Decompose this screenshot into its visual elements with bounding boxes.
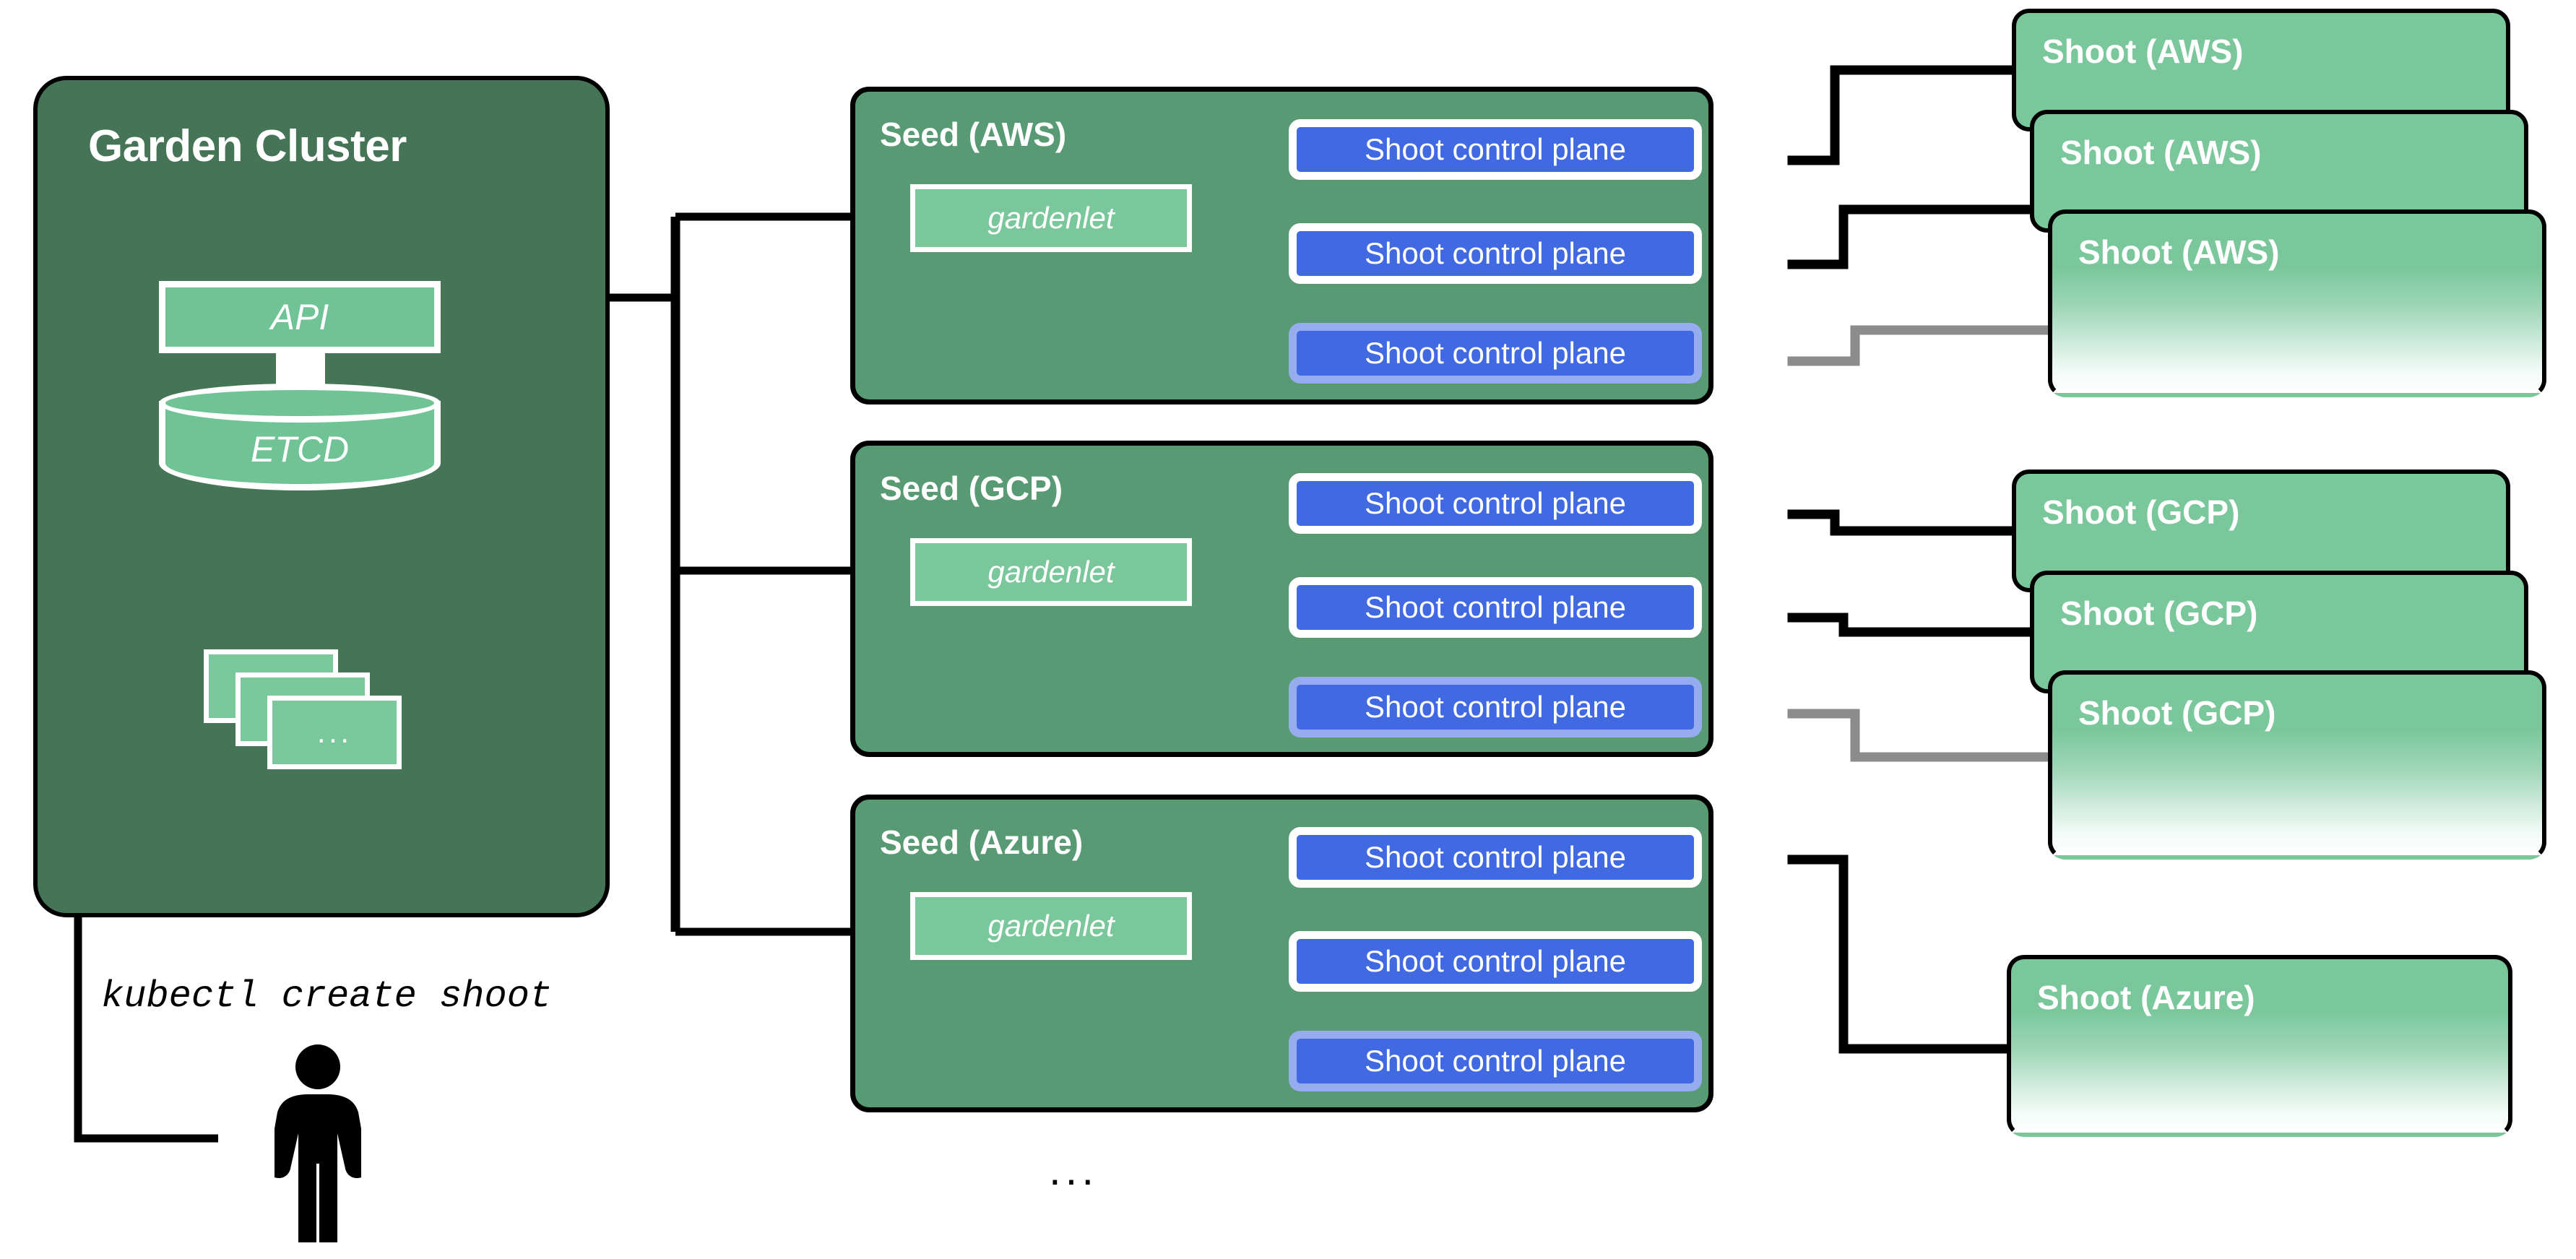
wire-shoot-gcp-3: [1703, 675, 2049, 762]
more-seeds-ellipsis: ...: [1049, 1146, 1099, 1194]
shoot-card-label: Shoot (GCP): [2078, 694, 2276, 732]
shoot-control-plane-label: Shoot control plane: [1365, 590, 1626, 624]
wire-shoot-gcp-2: [1703, 579, 2030, 657]
etcd-label: ETCD: [250, 429, 350, 470]
resource-stack-ellipsis: ...: [316, 714, 353, 750]
seed-title-aws: Seed (AWS): [880, 116, 1067, 153]
shoot-control-plane-azure-3[interactable]: Shoot control plane: [1289, 1031, 1702, 1091]
shoot-control-plane-gcp-1[interactable]: Shoot control plane: [1289, 473, 1702, 534]
wire-shoot-aws-2: [1703, 204, 2030, 303]
shoot-control-plane-label: Shoot control plane: [1365, 336, 1626, 370]
kubectl-command-label: kubectl create shoot: [101, 975, 553, 1018]
seed-title-gcp: Seed (GCP): [880, 470, 1063, 507]
gardenlet-box-gcp[interactable]: gardenlet: [910, 538, 1192, 606]
shoot-card-gcp-3[interactable]: Shoot (GCP): [2048, 670, 2546, 860]
garden-cluster-panel[interactable]: Garden Cluster API ETCD ...: [33, 76, 610, 917]
gardenlet-box-azure[interactable]: gardenlet: [910, 892, 1192, 960]
gardenlet-label: gardenlet: [987, 909, 1115, 943]
shoot-card-label: Shoot (AWS): [2078, 233, 2280, 271]
shoot-card-azure-1[interactable]: Shoot (Azure): [2007, 955, 2512, 1137]
shoot-control-plane-label: Shoot control plane: [1365, 840, 1626, 874]
shoot-control-plane-label: Shoot control plane: [1365, 236, 1626, 270]
shoot-control-plane-aws-3[interactable]: Shoot control plane: [1289, 323, 1702, 384]
gardenlet-box-aws[interactable]: gardenlet: [910, 184, 1192, 252]
seed-panel-aws[interactable]: Seed (AWS) gardenlet Shoot control plane…: [850, 87, 1713, 404]
shoot-card-label: Shoot (GCP): [2060, 594, 2258, 632]
garden-cluster-title: Garden Cluster: [88, 121, 407, 171]
resource-card: [267, 696, 402, 769]
shoot-card-aws-3[interactable]: Shoot (AWS): [2048, 209, 2546, 397]
shoot-control-plane-label: Shoot control plane: [1365, 944, 1626, 978]
shoot-control-plane-gcp-2[interactable]: Shoot control plane: [1289, 577, 1702, 638]
wire-shoot-aws-3: [1703, 322, 2049, 400]
seed-title-azure: Seed (Azure): [880, 823, 1084, 861]
wire-shoot-azure-1: [1703, 821, 2007, 1054]
shoot-control-plane-label: Shoot control plane: [1365, 690, 1626, 724]
shoot-card-label: Shoot (Azure): [2037, 979, 2255, 1016]
seed-panel-azure[interactable]: Seed (Azure) gardenlet Shoot control pla…: [850, 795, 1713, 1112]
wire-shoot-aws-1: [1703, 65, 2012, 199]
shoot-control-plane-azure-2[interactable]: Shoot control plane: [1289, 931, 1702, 992]
gardenlet-label: gardenlet: [987, 555, 1115, 589]
gardenlet-label: gardenlet: [987, 201, 1115, 235]
api-server-label: API: [270, 297, 329, 337]
shoot-card-label: Shoot (AWS): [2060, 134, 2262, 171]
shoot-control-plane-label: Shoot control plane: [1365, 486, 1626, 520]
api-server-box[interactable]: API: [159, 281, 441, 353]
shoot-control-plane-aws-1[interactable]: Shoot control plane: [1289, 119, 1702, 180]
shoot-card-label: Shoot (GCP): [2042, 493, 2240, 531]
seed-panel-gcp[interactable]: Seed (GCP) gardenlet Shoot control plane…: [850, 441, 1713, 757]
person-icon: [267, 1044, 368, 1242]
shoot-control-plane-label: Shoot control plane: [1365, 132, 1626, 166]
shoot-control-plane-aws-2[interactable]: Shoot control plane: [1289, 223, 1702, 284]
wire-shoot-gcp-1: [1703, 475, 2012, 553]
shoot-control-plane-azure-1[interactable]: Shoot control plane: [1289, 827, 1702, 888]
shoot-control-plane-gcp-3[interactable]: Shoot control plane: [1289, 677, 1702, 737]
garden-resource-stack[interactable]: ...: [204, 649, 435, 779]
etcd-database[interactable]: ETCD: [159, 384, 441, 490]
shoot-card-label: Shoot (AWS): [2042, 33, 2244, 70]
shoot-control-plane-label: Shoot control plane: [1365, 1044, 1626, 1078]
etcd-cylinder-top: [159, 384, 441, 423]
